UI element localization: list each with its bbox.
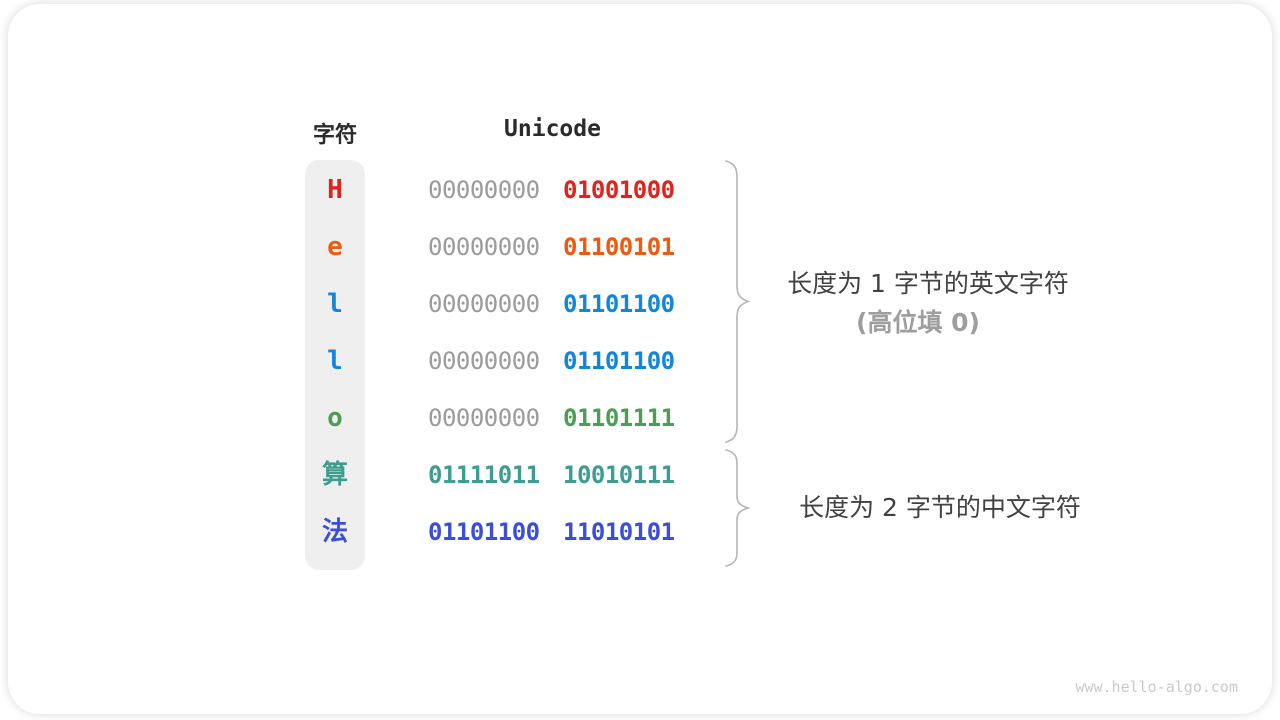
unicode-low-byte: 11010101 [563,518,675,546]
unicode-high-byte: 00000000 [428,176,540,204]
character-cell: l [327,289,343,319]
table-row: l 00000000 01101100 [0,287,1280,321]
unicode-high-byte: 01101100 [428,518,540,546]
unicode-high-byte: 00000000 [428,290,540,318]
table-row: 法 01101100 11010101 [0,515,1280,549]
brace-english-group [723,159,751,444]
character-cell: 算 [321,460,348,490]
unicode-low-byte: 01001000 [563,176,675,204]
unicode-high-byte: 00000000 [428,404,540,432]
unicode-high-byte: 00000000 [428,347,540,375]
diagram-card [8,4,1272,714]
table-row: l 00000000 01101100 [0,344,1280,378]
table-row: o 00000000 01101111 [0,401,1280,435]
column-header-character: 字符 [312,123,357,148]
unicode-low-byte: 01101111 [563,404,675,432]
character-cell: o [327,403,343,433]
character-column-background [305,160,365,570]
character-cell: H [327,175,343,205]
column-header-unicode: Unicode [504,116,601,142]
annotation-english-chars: 长度为 1 字节的英文字符 [787,269,1069,298]
watermark-url: www.hello-algo.com [1075,678,1238,696]
character-cell: 法 [321,517,348,547]
unicode-low-byte: 01101100 [563,347,675,375]
unicode-low-byte: 10010111 [563,461,675,489]
unicode-low-byte: 01100101 [563,233,675,261]
annotation-high-bits-zero: (高位填 0) [856,308,980,337]
unicode-low-byte: 01101100 [563,290,675,318]
table-row: 算 01111011 10010111 [0,458,1280,492]
character-cell: l [327,346,343,376]
annotation-chinese-chars: 长度为 2 字节的中文字符 [799,493,1081,522]
brace-chinese-group [723,448,751,568]
table-row: H 00000000 01001000 [0,173,1280,207]
unicode-high-byte: 00000000 [428,233,540,261]
unicode-high-byte: 01111011 [428,461,540,489]
character-cell: e [327,232,343,262]
table-row: e 00000000 01100101 [0,230,1280,264]
